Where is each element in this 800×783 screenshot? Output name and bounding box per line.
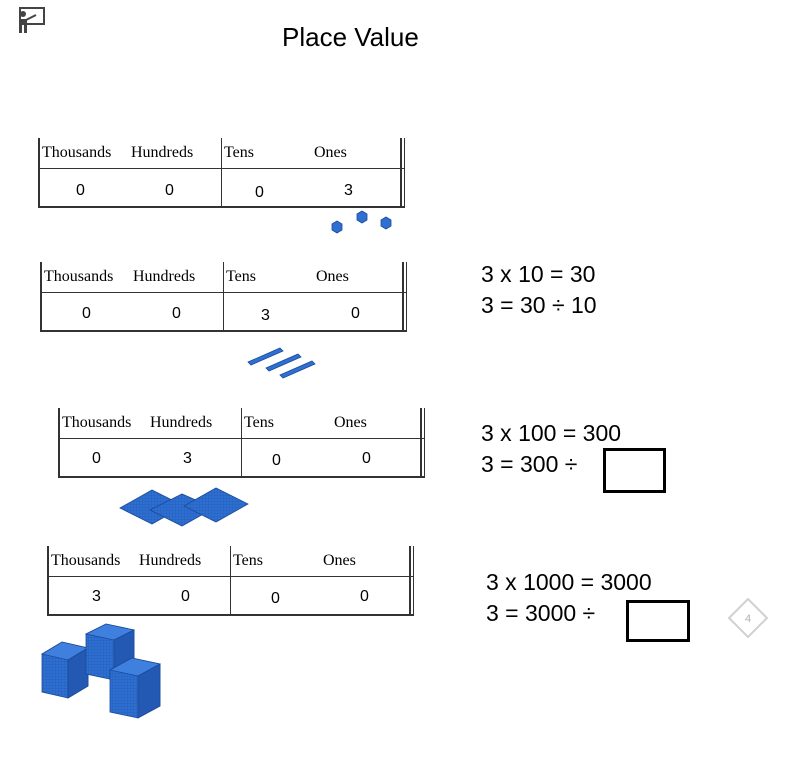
hundred-flat — [183, 487, 249, 523]
hundred-flats-blocks — [119, 487, 249, 527]
place-value-table-1: Thousands Hundreds Tens Ones 0 0 0 3 — [38, 138, 405, 208]
answer-box-100[interactable] — [603, 448, 666, 493]
equation-group-2: 3 x 100 = 300 3 = 300 ÷ — [481, 418, 621, 480]
value-thousands: 0 — [76, 182, 85, 199]
header-ones: Ones — [334, 414, 367, 431]
ten-rods-blocks — [247, 347, 316, 379]
value-ones: 3 — [344, 182, 353, 199]
value-hundreds: 0 — [172, 305, 181, 322]
value-ones: 0 — [362, 450, 371, 467]
header-ones: Ones — [323, 552, 356, 569]
value-thousands: 0 — [92, 450, 101, 467]
value-thousands: 3 — [92, 588, 101, 605]
diamond-icon — [728, 598, 768, 638]
header-tens: Tens — [233, 552, 263, 569]
header-thousands: Thousands — [51, 552, 121, 569]
page-number-diamond: 4 — [728, 598, 768, 638]
answer-box-1000[interactable] — [626, 600, 690, 642]
header-hundreds: Hundreds — [139, 552, 202, 569]
value-tens: 0 — [271, 590, 280, 607]
unit-cube — [356, 210, 368, 224]
value-hundreds: 0 — [181, 588, 190, 605]
place-value-table-3: Thousands Hundreds Tens Ones 0 3 0 0 — [58, 408, 425, 478]
thousand-cube — [108, 657, 162, 719]
header-hundreds: Hundreds — [133, 268, 196, 285]
value-thousands: 0 — [82, 305, 91, 322]
equation-line: 3 x 100 = 300 — [481, 420, 622, 446]
header-tens: Tens — [224, 144, 254, 161]
unit-cube — [380, 216, 392, 230]
value-tens: 0 — [255, 184, 264, 201]
value-ones: 0 — [351, 305, 360, 322]
header-tens: Tens — [226, 268, 256, 285]
ten-rod — [279, 360, 316, 379]
header-hundreds: Hundreds — [150, 414, 213, 431]
equation-line: 3 = 3000 ÷ — [486, 600, 596, 626]
header-thousands: Thousands — [42, 144, 112, 161]
header-hundreds: Hundreds — [131, 144, 194, 161]
equation-group-3: 3 x 1000 = 3000 3 = 3000 ÷ — [486, 567, 652, 629]
equation-line: 3 x 1000 = 3000 — [486, 569, 652, 595]
equation-line: 3 = 30 ÷ 10 — [481, 292, 597, 318]
value-tens: 0 — [272, 452, 281, 469]
header-ones: Ones — [316, 268, 349, 285]
thousand-cubes-blocks — [40, 623, 162, 719]
page-title: Place Value — [282, 22, 419, 52]
equation-group-1: 3 x 10 = 30 3 = 30 ÷ 10 — [481, 259, 597, 321]
header-thousands: Thousands — [44, 268, 114, 285]
thousand-cube — [40, 641, 90, 699]
equation-line: 3 x 10 = 30 — [481, 261, 596, 287]
equation-line: 3 = 300 ÷ — [481, 451, 578, 477]
place-value-table-4: Thousands Hundreds Tens Ones 3 0 0 0 — [47, 546, 414, 616]
ten-rod — [247, 347, 284, 366]
header-thousands: Thousands — [62, 414, 132, 431]
unit-cubes-blocks — [331, 210, 392, 234]
value-ones: 0 — [360, 588, 369, 605]
value-hundreds: 0 — [165, 182, 174, 199]
value-hundreds: 3 — [183, 450, 192, 467]
page-number: 4 — [745, 613, 751, 625]
ten-rod — [265, 353, 302, 372]
presentation-teacher-icon — [19, 7, 45, 33]
header-ones: Ones — [314, 144, 347, 161]
unit-cube — [331, 220, 343, 234]
place-value-table-2: Thousands Hundreds Tens Ones 0 0 3 0 — [40, 262, 407, 332]
header-tens: Tens — [244, 414, 274, 431]
value-tens: 3 — [261, 307, 270, 324]
